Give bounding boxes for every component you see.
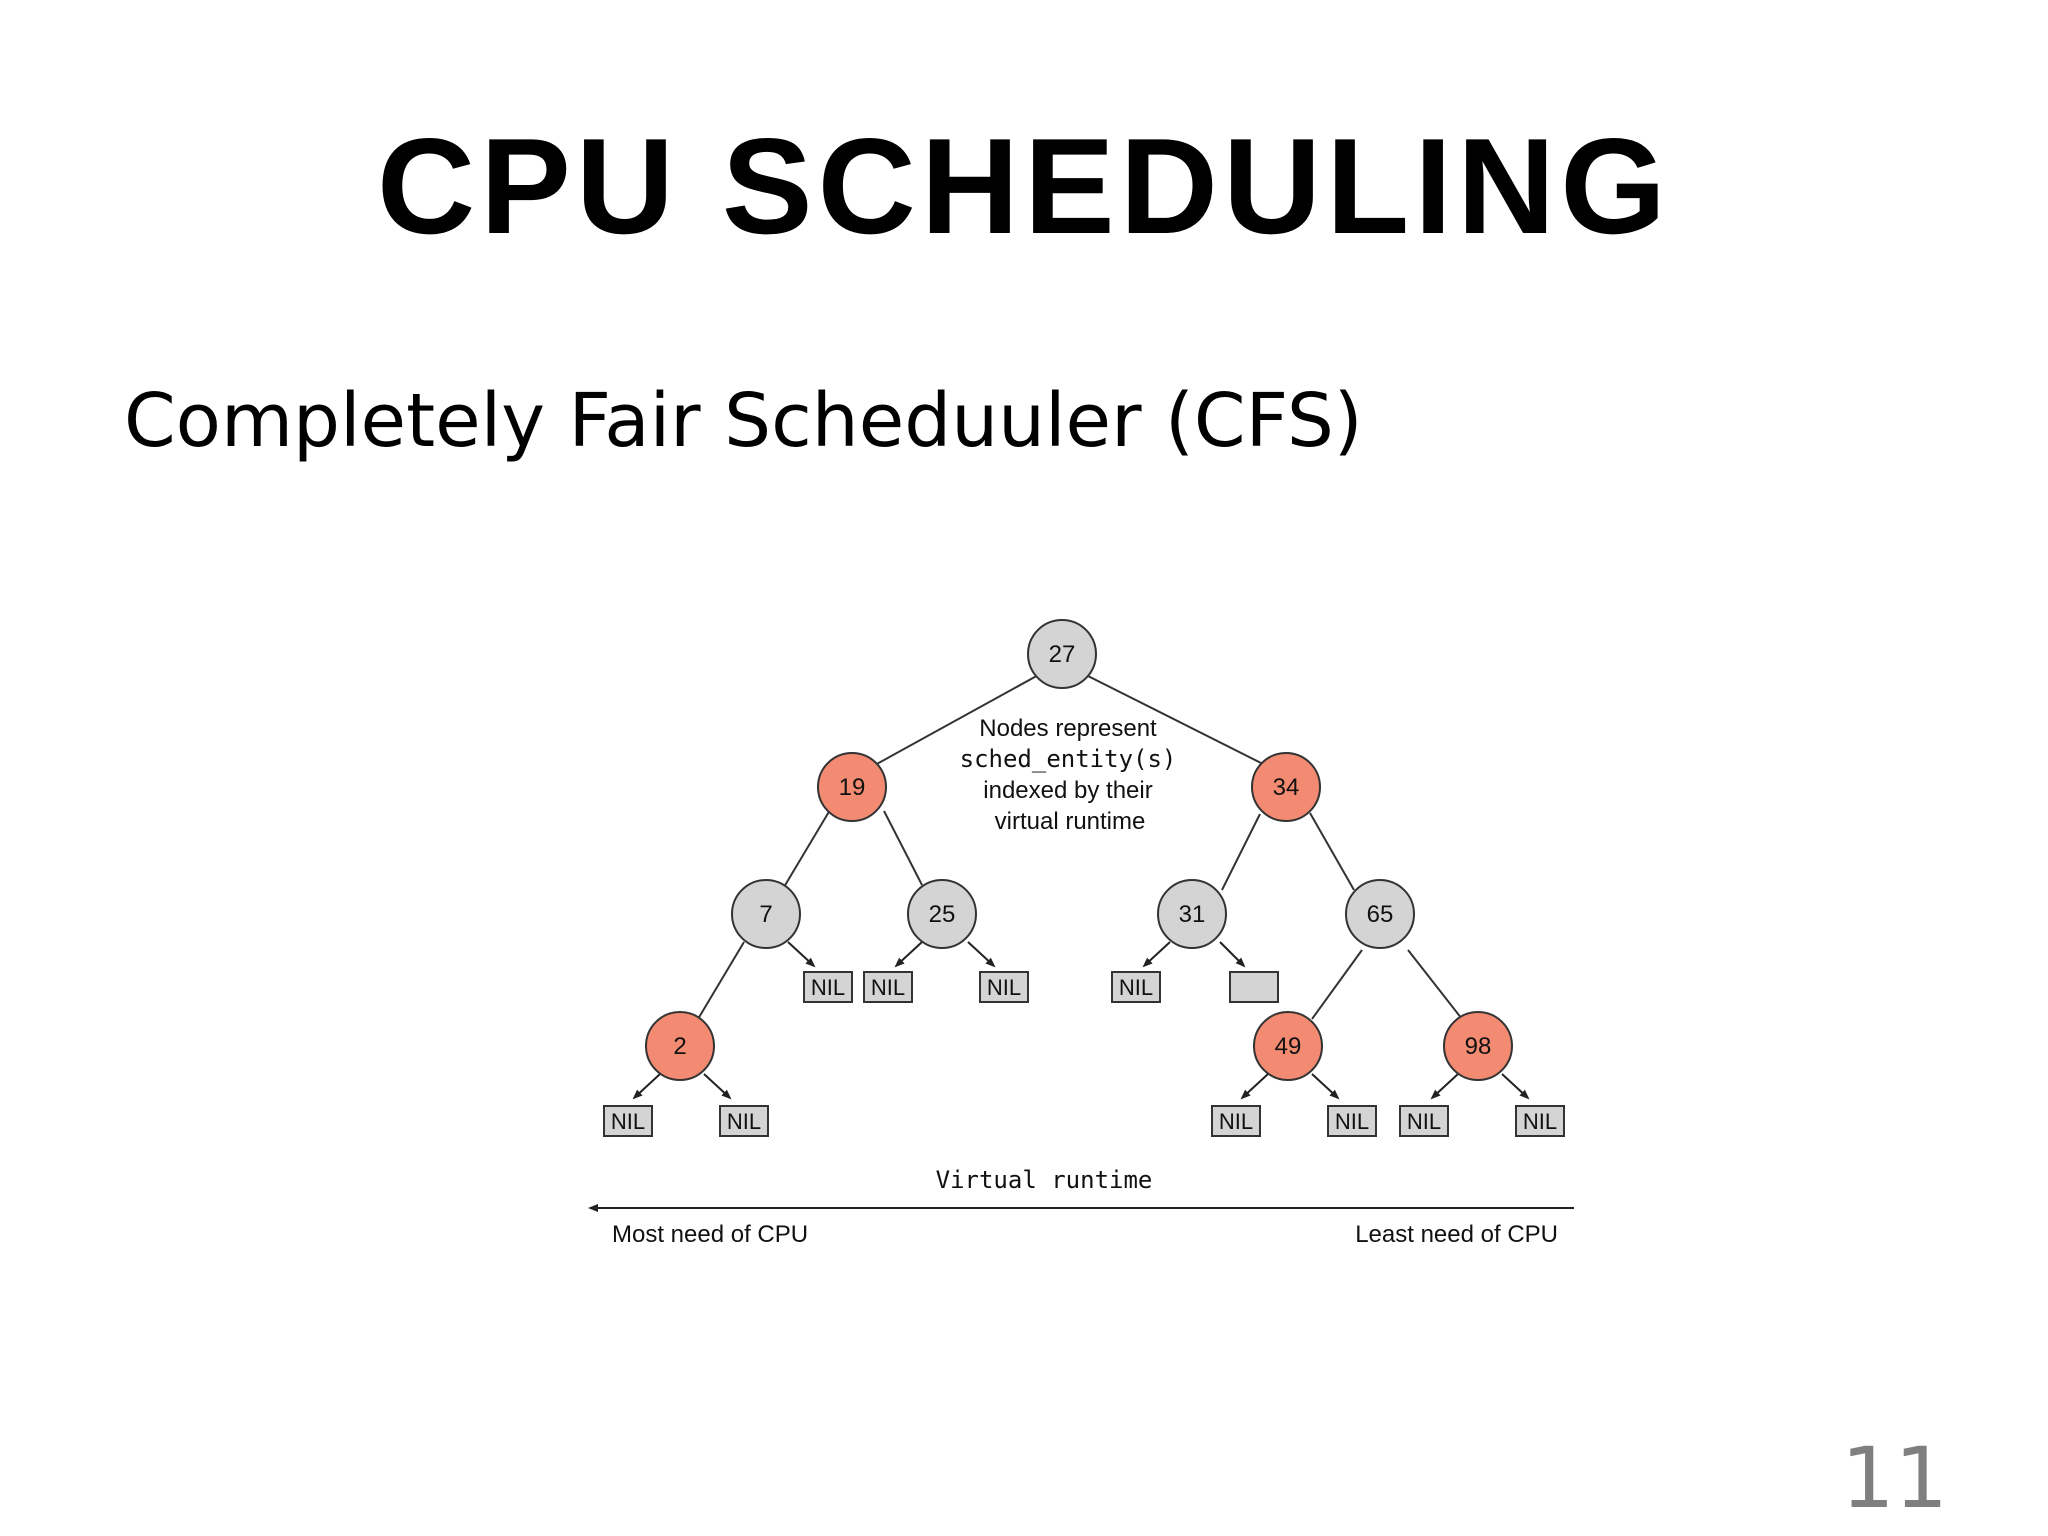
- edge-19-7: [783, 809, 831, 888]
- tree-node-label: 2: [673, 1033, 686, 1060]
- nil-leaf-label: NIL: [1119, 975, 1153, 1000]
- nil-leaf-label: NIL: [611, 1109, 645, 1134]
- tree-node-2: 2: [645, 1011, 715, 1081]
- nil-leaf-label: NIL: [1335, 1109, 1369, 1134]
- edge-65-98: [1407, 949, 1463, 1020]
- edge-27-34: [1081, 672, 1266, 766]
- tree-node-label: 27: [1049, 641, 1076, 668]
- tree-node-25: 25: [907, 879, 977, 949]
- tree-node-label: 25: [929, 901, 956, 928]
- leaf-arrows: [632, 941, 1530, 1100]
- tree-node-label: 19: [839, 774, 866, 801]
- nil-leaf: NIL: [1399, 1105, 1449, 1137]
- arrow-25-nil-right: [967, 941, 996, 968]
- tree-node-label: 98: [1465, 1033, 1492, 1060]
- nil-leaf: NIL: [719, 1105, 769, 1137]
- caption-line-1: Nodes represent: [979, 715, 1157, 742]
- tree-node-49: 49: [1253, 1011, 1323, 1081]
- tree-node-27: 27: [1027, 619, 1097, 689]
- arrow-98-nil-right: [1501, 1073, 1530, 1100]
- nil-leaf-label: NIL: [1219, 1109, 1253, 1134]
- axis-left-label: Most need of CPU: [612, 1221, 808, 1248]
- tree-node-label: 49: [1275, 1033, 1302, 1060]
- nil-leaf: NIL: [1111, 971, 1161, 1003]
- page-number: 11: [1841, 1429, 1948, 1527]
- arrow-2-nil-right: [703, 1073, 732, 1100]
- arrow-31-nil: [1142, 941, 1171, 968]
- virtual-runtime-axis: Virtual runtime Most need of CPU Least n…: [588, 1166, 1574, 1248]
- caption-line-3: indexed by their: [983, 777, 1152, 804]
- tree-node-34: 34: [1251, 752, 1321, 822]
- axis-title: Virtual runtime: [936, 1166, 1153, 1194]
- edge-65-49: [1311, 949, 1363, 1020]
- nil-leaves: NIL NIL NIL NIL NIL NI: [603, 971, 1565, 1137]
- tree-node-65: 65: [1345, 879, 1415, 949]
- slide-subtitle: Completely Fair Scheduuler (CFS): [124, 378, 1363, 464]
- tree-node-label: 34: [1273, 774, 1300, 801]
- edge-27-19: [874, 672, 1043, 766]
- edge-34-65: [1309, 812, 1355, 891]
- arrow-7-nil: [787, 941, 816, 968]
- nil-leaf: NIL: [1515, 1105, 1565, 1137]
- tree-edges: [697, 672, 1463, 1020]
- nil-leaf-label: NIL: [987, 975, 1021, 1000]
- tree-node-label: 65: [1367, 901, 1394, 928]
- tree-node-label: 31: [1179, 901, 1206, 928]
- caption-line-4: virtual runtime: [995, 808, 1146, 835]
- tree-caption: Nodes represent sched_entity(s) indexed …: [960, 715, 1177, 835]
- nil-leaf-label: NIL: [1523, 1109, 1557, 1134]
- tree-nodes: 27 19 34 7 25 31: [645, 619, 1513, 1081]
- edge-34-31: [1221, 813, 1261, 891]
- edge-19-25: [883, 810, 923, 886]
- tree-node-31: 31: [1157, 879, 1227, 949]
- nil-leaf: NIL: [803, 971, 853, 1003]
- slide-title: CPU SCHEDULING: [376, 110, 1672, 262]
- empty-leaf: [1229, 971, 1279, 1003]
- tree-node-label: 7: [759, 901, 772, 928]
- tree-node-19: 19: [817, 752, 887, 822]
- nil-leaf: NIL: [979, 971, 1029, 1003]
- nil-leaf-label: NIL: [727, 1109, 761, 1134]
- tree-node-7: 7: [731, 879, 801, 949]
- nil-leaf-label: NIL: [811, 975, 845, 1000]
- arrow-25-nil-left: [894, 941, 923, 968]
- nil-leaf: NIL: [1327, 1105, 1377, 1137]
- arrow-98-nil-left: [1430, 1073, 1459, 1100]
- nil-leaf: NIL: [603, 1105, 653, 1137]
- arrow-31-empty: [1219, 941, 1246, 968]
- arrow-49-nil-right: [1311, 1073, 1340, 1100]
- nil-leaf-label: NIL: [1407, 1109, 1441, 1134]
- arrow-49-nil-left: [1240, 1073, 1269, 1100]
- tree-node-98: 98: [1443, 1011, 1513, 1081]
- caption-line-2: sched_entity(s): [960, 745, 1177, 773]
- edge-7-2: [697, 941, 745, 1020]
- arrow-2-nil-left: [632, 1073, 661, 1100]
- nil-leaf: NIL: [1211, 1105, 1261, 1137]
- axis-right-label: Least need of CPU: [1355, 1221, 1558, 1248]
- nil-leaf-label: NIL: [871, 975, 905, 1000]
- nil-leaf: NIL: [863, 971, 913, 1003]
